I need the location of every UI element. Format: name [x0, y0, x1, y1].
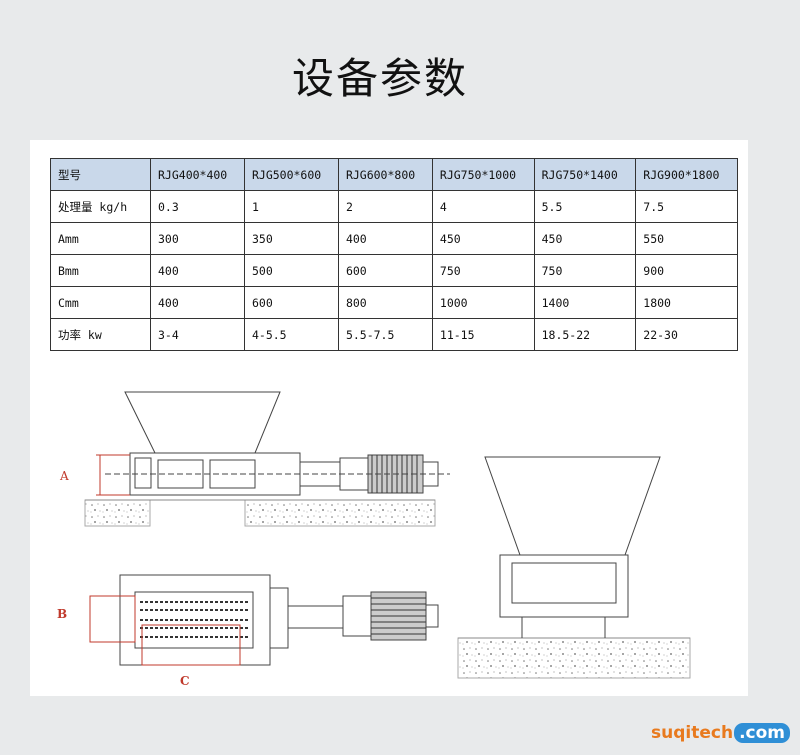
table-cell: 800 — [337, 286, 433, 319]
table-cell: 400 — [150, 254, 245, 287]
table-cell: 450 — [533, 222, 637, 255]
table-cell: 600 — [243, 286, 339, 319]
dimension-label-b: B — [57, 607, 67, 621]
content-panel: 型号 RJG400*400 RJG500*600 RJG600*800 RJG7… — [30, 140, 748, 696]
table-header-cell: RJG500*600 — [243, 158, 339, 191]
table-row: Amm 300 350 400 450 450 550 — [50, 222, 738, 255]
table-cell: 5.5 — [533, 190, 637, 223]
watermark-suffix: .com — [734, 723, 790, 743]
table-cell: 4 — [431, 190, 535, 223]
table-cell: 500 — [243, 254, 339, 287]
table-cell: 18.5-22 — [533, 318, 637, 351]
table-cell: 7.5 — [635, 190, 738, 223]
table-cell: 1 — [243, 190, 339, 223]
table-row: 处理量 kg/h 0.3 1 2 4 5.5 7.5 — [50, 190, 738, 223]
table-cell: 550 — [635, 222, 738, 255]
table-cell: 2 — [337, 190, 433, 223]
page-title: 设备参数 — [291, 54, 468, 103]
table-header-cell: RJG750*1400 — [533, 158, 637, 191]
dimension-label-a: A — [59, 469, 69, 483]
table-cell: 1000 — [431, 286, 535, 319]
table-cell: 0.3 — [150, 190, 245, 223]
table-header-cell: 型号 — [50, 158, 151, 191]
dimension-label-c: C — [180, 674, 190, 688]
table-cell: 4-5.5 — [243, 318, 339, 351]
table-cell: 900 — [635, 254, 738, 287]
side-view — [84, 391, 450, 527]
table-header-cell: RJG750*1000 — [431, 158, 535, 191]
site-watermark: suqitech.com — [651, 723, 790, 743]
table-cell: 400 — [150, 286, 245, 319]
row-label: 功率 kw — [50, 318, 151, 351]
table-row: 功率 kw 3-4 4-5.5 5.5-7.5 11-15 18.5-22 22… — [50, 318, 738, 351]
table-row: Bmm 400 500 600 750 750 900 — [50, 254, 738, 287]
row-label: Cmm — [50, 286, 151, 319]
front-view — [457, 456, 691, 679]
table-header-cell: RJG600*800 — [337, 158, 433, 191]
table-cell: 750 — [533, 254, 637, 287]
table-cell: 1400 — [533, 286, 637, 319]
table-cell: 11-15 — [431, 318, 535, 351]
table-header-cell: RJG900*1800 — [635, 158, 738, 191]
table-cell: 300 — [150, 222, 245, 255]
table-cell: 350 — [243, 222, 339, 255]
shredder-engineering-drawing: A B C — [57, 391, 691, 688]
table-cell: 450 — [431, 222, 535, 255]
table-row: Cmm 400 600 800 1000 1400 1800 — [50, 286, 738, 319]
table-cell: 400 — [337, 222, 433, 255]
row-label: Amm — [50, 222, 151, 255]
table-cell: 3-4 — [150, 318, 245, 351]
table-cell: 750 — [431, 254, 535, 287]
top-view — [89, 574, 439, 666]
watermark-site: suqitech — [651, 723, 734, 743]
parameter-table: 型号 RJG400*400 RJG500*600 RJG600*800 RJG7… — [50, 158, 738, 351]
table-header-cell: RJG400*400 — [150, 158, 245, 191]
row-label: 处理量 kg/h — [50, 190, 151, 223]
table-cell: 5.5-7.5 — [337, 318, 433, 351]
table-cell: 1800 — [635, 286, 738, 319]
row-label: Bmm — [50, 254, 151, 287]
table-cell: 22-30 — [635, 318, 738, 351]
table-cell: 600 — [337, 254, 433, 287]
table-header-row: 型号 RJG400*400 RJG500*600 RJG600*800 RJG7… — [50, 158, 738, 191]
